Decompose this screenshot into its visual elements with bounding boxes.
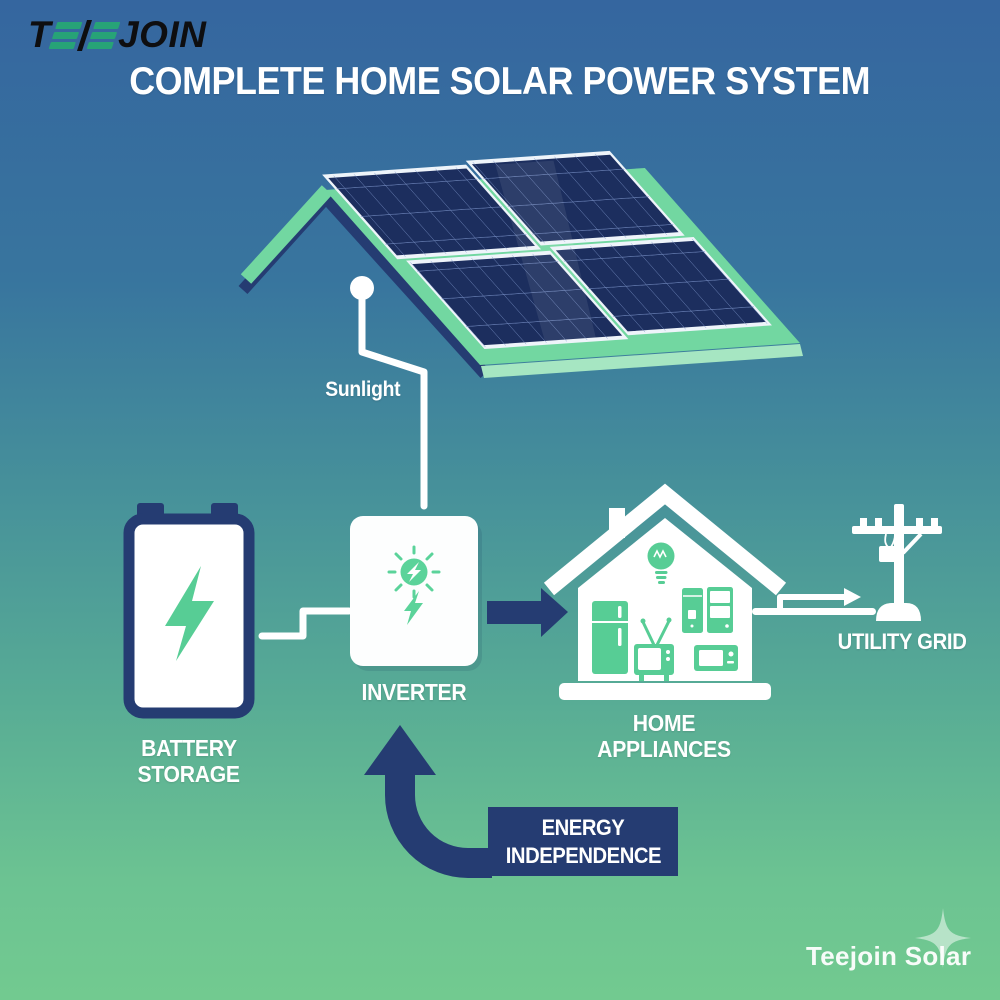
pole-insulator bbox=[916, 518, 923, 526]
logo-ee-icon bbox=[48, 19, 121, 51]
energy-independence-banner: ENERGY INDEPENDENCE bbox=[488, 807, 678, 876]
flow-arrow-icon bbox=[487, 588, 568, 637]
pole-crossarm bbox=[852, 526, 942, 534]
sunlight-dot bbox=[350, 276, 374, 300]
sparkle-icon bbox=[915, 908, 971, 968]
logo-word-join: JOIN bbox=[118, 14, 207, 55]
microwave-icon bbox=[694, 645, 738, 671]
cabinet-icon bbox=[707, 587, 733, 633]
pole-wires bbox=[884, 533, 896, 548]
roof-side-face bbox=[481, 344, 803, 378]
roof-deck bbox=[322, 150, 800, 365]
solar-panel bbox=[322, 164, 542, 260]
watermark: Teejoin Solar bbox=[806, 941, 972, 971]
logo-e-bars bbox=[48, 21, 83, 49]
battery-storage-label: BATTERY STORAGE bbox=[137, 735, 241, 788]
sun-bolt-icon bbox=[387, 545, 441, 599]
roof-gable-arm bbox=[240, 185, 333, 284]
light-bulb-icon bbox=[647, 542, 675, 584]
inverter-sun-bolt-icon bbox=[350, 516, 482, 671]
house-base bbox=[559, 683, 771, 700]
solar-panel-roof-icon bbox=[238, 150, 803, 379]
solar-panel bbox=[406, 250, 629, 350]
appliance-icons bbox=[592, 542, 738, 681]
sunlight-label: Sunlight bbox=[325, 378, 401, 401]
logo-e-bars bbox=[86, 21, 121, 49]
pole-insulator bbox=[931, 518, 938, 526]
battery-lightning-icon bbox=[123, 503, 255, 719]
house-grid-line bbox=[752, 608, 876, 615]
utility-grid-label: UTILITY GRID bbox=[837, 629, 967, 654]
pole-insulator bbox=[860, 518, 867, 526]
sunlight-callout-dot-icon bbox=[350, 276, 428, 510]
pole-base bbox=[876, 603, 921, 621]
lightning-bolt-icon bbox=[165, 566, 214, 661]
pole-transformer bbox=[879, 546, 899, 562]
tv-icon bbox=[634, 617, 674, 681]
fridge-icon bbox=[592, 601, 628, 674]
page-title: COMPLETE HOME SOLAR POWER SYSTEM bbox=[129, 60, 871, 103]
banner-line2: INDEPENDENCE bbox=[505, 842, 661, 868]
solar-panel bbox=[465, 150, 685, 246]
panel-sheen bbox=[495, 160, 597, 343]
battery-inverter-connector bbox=[258, 607, 353, 640]
house-roof bbox=[543, 483, 787, 596]
computer-tower-icon bbox=[682, 588, 703, 633]
step-arrow-icon bbox=[777, 588, 861, 611]
solar-panel bbox=[549, 236, 772, 336]
banner-line1: ENERGY bbox=[541, 815, 625, 840]
pole-insulator bbox=[875, 518, 882, 526]
house-appliances-icon bbox=[543, 483, 787, 700]
sunlight-line bbox=[358, 294, 428, 510]
pole-brace bbox=[901, 532, 923, 555]
curved-up-arrow-icon bbox=[364, 725, 492, 878]
inverter-label: INVERTER bbox=[361, 679, 467, 705]
home-appliances-label: HOME APPLIANCES bbox=[597, 710, 731, 763]
logo-letter-t: T bbox=[28, 14, 52, 55]
teejoin-logo: T JOIN bbox=[28, 12, 206, 58]
lightning-bolt-icon bbox=[404, 591, 423, 625]
utility-pole-icon bbox=[852, 504, 942, 621]
